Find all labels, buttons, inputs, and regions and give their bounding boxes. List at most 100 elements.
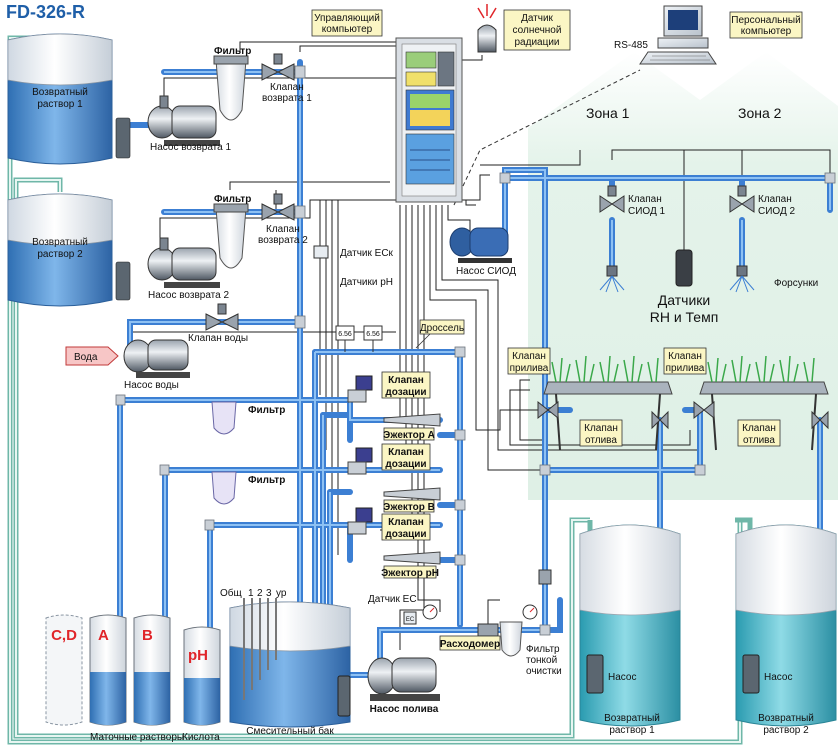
diagram-title: FD-326-R [6, 2, 85, 22]
water-inlet-label: Вода [74, 352, 98, 363]
fine-filter-line2: тонкой [526, 655, 557, 666]
tank-a: A [89, 614, 127, 726]
personal-computer[interactable] [639, 5, 717, 65]
return-pump-1-label: Насос возврата 1 [150, 142, 231, 153]
return-valve-1-label-line2: возврата 1 [262, 93, 312, 104]
siod-valve-2-label-line1: Клапан [758, 194, 792, 205]
flood-valve-2[interactable] [693, 400, 715, 420]
flood-valve-2-line2: прилива [666, 363, 705, 374]
siod-pump[interactable] [449, 227, 512, 263]
dosing-valve-3-line2: дозации [385, 529, 426, 540]
return-tank-2-label-line2: раствор 2 [37, 249, 83, 260]
filter-4-label: Фильтр [248, 475, 285, 486]
drain-valve-2[interactable] [811, 410, 829, 430]
ec-box-label: EC [406, 617, 415, 623]
filter-1-label: Фильтр [214, 46, 251, 57]
rs485-label: RS-485 [614, 40, 648, 51]
drain-valve-1-line1: Клапан [584, 423, 618, 434]
return-tank-1-label-line1: Возвратный [32, 87, 88, 98]
dosing-valve-3-line1: Клапан [388, 517, 424, 528]
return-valve-1-label-line1: Клапан [270, 82, 304, 93]
return-tank-1-label-line2: раствор 1 [37, 99, 83, 110]
return-tank-bottom-2-line1: Возвратный [758, 713, 814, 724]
nozzle-1 [599, 265, 625, 293]
ejector-b [383, 487, 441, 501]
drain-valve-2-line2: отлива [743, 435, 775, 446]
flood-valve-1[interactable] [537, 400, 559, 420]
flowmeter-device [477, 623, 499, 637]
drain-valve-1[interactable] [651, 410, 669, 430]
water-pump[interactable] [123, 339, 190, 378]
return-tank-bottom-2 [735, 524, 837, 727]
solar-radiation-sensor [477, 4, 497, 53]
ejector-ph-label: Эжектор рН [381, 568, 439, 579]
ph-sensors-label: Датчики pH [340, 277, 393, 288]
zone-2-label: Зона 2 [738, 105, 782, 121]
throttle-label: Дроссель [420, 323, 464, 334]
rh-temp-label-line2: RH и Темп [650, 309, 719, 325]
ph-readout-2: 6.56 [366, 331, 380, 338]
dosing-valve-2-line1: Клапан [388, 447, 424, 458]
return-pump-2[interactable] [147, 237, 220, 288]
solar-sensor-label-line2: солнечной [513, 25, 562, 36]
siod-pump-label: Насос СИОД [456, 266, 516, 277]
return-pump-2-label: Насос возврата 2 [148, 290, 229, 301]
return-valve-2[interactable] [261, 193, 295, 221]
flowmeter-label: Расходомер [440, 639, 500, 650]
rh-temp-sensor [675, 249, 693, 287]
ejector-ph [383, 551, 441, 565]
dosing-valve-3[interactable] [347, 507, 373, 535]
tank-b: B [133, 614, 171, 726]
siod-valve-1-label-line2: СИОД 1 [628, 206, 666, 217]
return-tank-bottom-1-line2: раствор 1 [609, 725, 655, 736]
tank-cd-label: C,D [51, 627, 77, 644]
control-computer[interactable] [395, 37, 463, 203]
control-computer-label-line1: Управляющий [314, 13, 380, 24]
pump-small-2-label: Насос [764, 672, 792, 683]
tank-a-label: A [98, 627, 109, 644]
water-pump-label: Насос воды [124, 380, 179, 391]
dosing-valve-1-line1: Клапан [388, 375, 424, 386]
control-computer-label-line2: компьютер [322, 24, 373, 35]
tank-cd: C,D [45, 614, 83, 726]
drain-valve-1-line2: отлива [585, 435, 617, 446]
filter-3-device [211, 401, 237, 435]
level-probe-ur: ур [276, 588, 287, 599]
rh-temp-label-line1: Датчики [658, 292, 710, 308]
nozzle-2 [729, 265, 755, 293]
dosing-valve-2[interactable] [347, 447, 373, 475]
return-valve-1[interactable] [261, 53, 295, 81]
siod-valve-2-label-line2: СИОД 2 [758, 206, 796, 217]
filter-2-label: Фильтр [214, 194, 251, 205]
pressure-gauge-2 [522, 604, 538, 620]
ec-sensor-top [313, 245, 329, 259]
dosing-valve-2-line2: дозации [385, 459, 426, 470]
irrigation-pump[interactable] [367, 657, 440, 701]
drain-valve-2-line1: Клапан [742, 423, 776, 434]
return-tank-2-label-line1: Возвратный [32, 237, 88, 248]
flood-valve-1-line2: прилива [510, 363, 549, 374]
return-tank-bottom-1 [579, 524, 681, 727]
siod-valve-2[interactable] [729, 185, 755, 213]
level-probe-3: 3 [266, 588, 272, 599]
ejector-a-label: Эжектор А [383, 430, 435, 441]
flood-valve-1-line1: Клапан [512, 351, 546, 362]
water-valve[interactable] [205, 303, 239, 331]
acid-label: Кислота [182, 732, 220, 743]
return-pump-1[interactable] [147, 95, 220, 146]
mixing-tank [229, 598, 351, 728]
water-valve-label: Клапан воды [188, 333, 248, 344]
solar-sensor-label-line3: радиации [514, 37, 559, 48]
dosing-valve-1-line2: дозации [385, 387, 426, 398]
siod-valve-1[interactable] [599, 185, 625, 213]
level-probe-2: 2 [257, 588, 263, 599]
dosing-valve-1[interactable] [347, 375, 373, 403]
filter-1-device [213, 55, 249, 121]
ec-sensor-bottom: EC [403, 611, 417, 625]
tank-b-label: B [142, 627, 153, 644]
check-valve [538, 569, 552, 585]
zone-1-label: Зона 1 [586, 105, 630, 121]
return-tank-bottom-1-line1: Возвратный [604, 713, 660, 724]
level-probe-common: Общ [220, 587, 242, 599]
ph-sensor-2: 6.56 [363, 325, 383, 352]
